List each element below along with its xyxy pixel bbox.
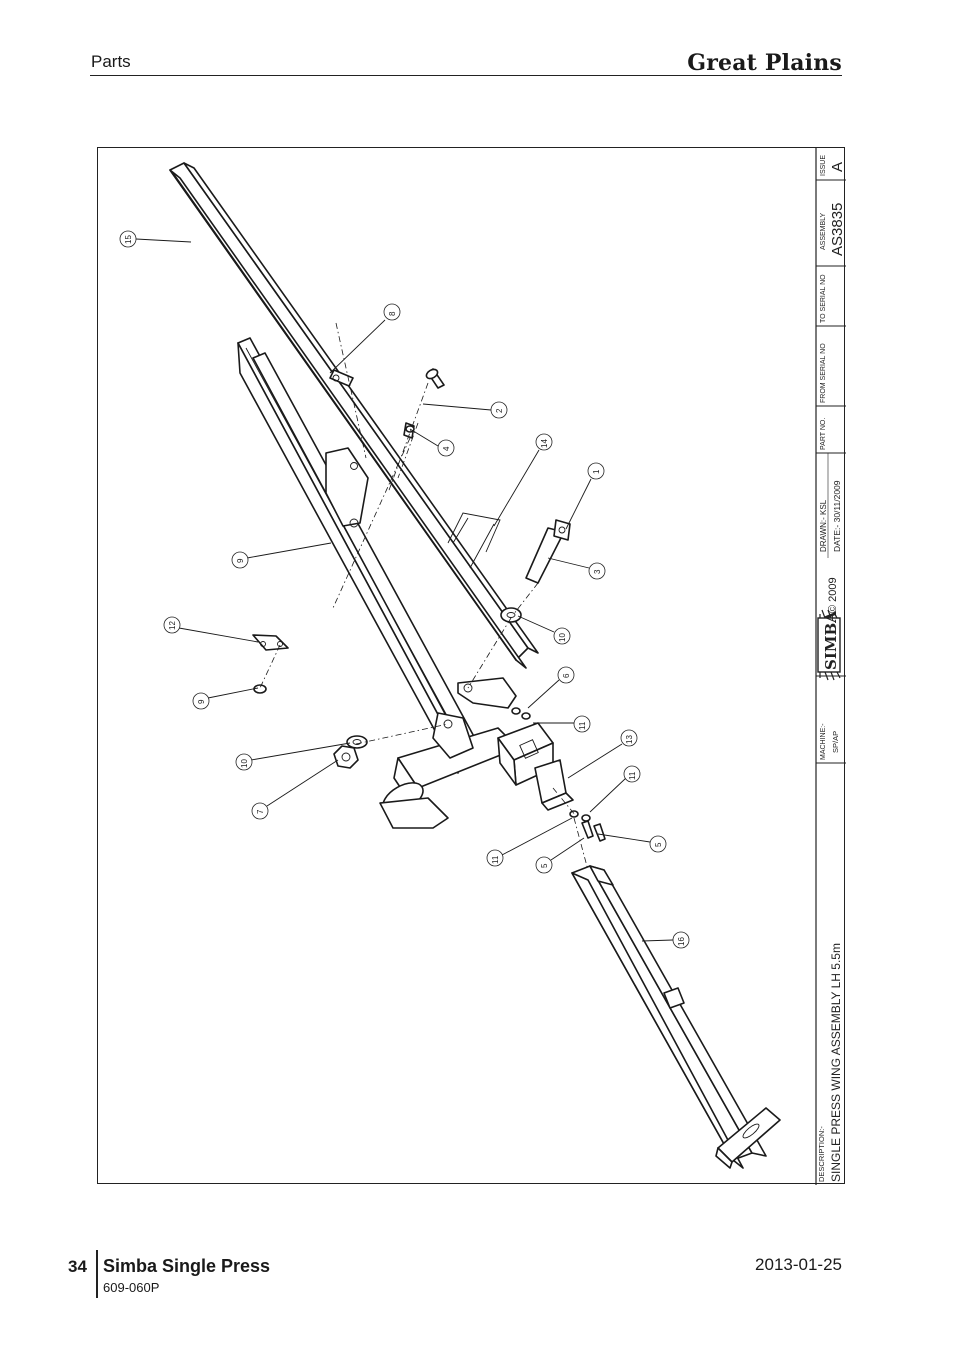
simba-logo-text: SIMBA: [822, 611, 840, 670]
callout-11-right: 11: [589, 765, 641, 813]
assembly-number: AS3835: [829, 203, 846, 256]
issue-value: A: [829, 162, 846, 172]
svg-text:11: 11: [628, 771, 637, 780]
callout-8: 8: [329, 303, 401, 374]
description-label: DESCRIPTION:-: [817, 1126, 826, 1182]
svg-text:8: 8: [388, 311, 397, 316]
machine-label: MACHINE:-: [820, 723, 827, 760]
callout-6: 6: [527, 666, 575, 709]
callout-11: 11: [533, 715, 591, 733]
to-serial-label: TO SERIAL NO: [820, 274, 827, 323]
callout-7: 7: [251, 759, 339, 820]
callout-5-left: 5: [535, 837, 585, 874]
svg-text:5: 5: [540, 863, 549, 868]
drawn-by: DRAWN:- KSL: [819, 499, 828, 552]
callouts: 15 8 2 4 14 1 3 9 12 10 6 11 13 9 10 7 1…: [119, 230, 690, 949]
svg-text:11: 11: [491, 855, 500, 864]
callout-14: 14: [493, 433, 553, 527]
svg-text:7: 7: [256, 809, 265, 814]
assembly-illustration: [169, 162, 781, 1169]
page-number: 34: [68, 1257, 87, 1276]
parts-drawing: DESCRIPTION:- SINGLE PRESS WING ASSEMBLY…: [119, 148, 846, 1185]
simba-logo: SIMBA: [817, 609, 841, 681]
callout-4: 4: [409, 428, 455, 457]
callout-10-lower: 10: [235, 742, 351, 771]
drawing-frame: DESCRIPTION:- SINGLE PRESS WING ASSEMBLY…: [97, 147, 846, 1185]
svg-text:11: 11: [578, 721, 587, 730]
brand-logo: Great Plains: [687, 50, 842, 76]
callout-13: 13: [567, 729, 638, 779]
svg-text:16: 16: [677, 937, 686, 946]
svg-text:9: 9: [197, 699, 206, 704]
callout-11-left: 11: [486, 817, 573, 867]
part-no-label: PART NO.: [820, 418, 827, 450]
callout-10: 10: [517, 615, 571, 645]
title-block: DESCRIPTION:- SINGLE PRESS WING ASSEMBLY…: [815, 148, 846, 1185]
page-header: Parts Great Plains: [0, 0, 954, 80]
callout-16: 16: [641, 931, 690, 949]
svg-text:15: 15: [124, 235, 133, 244]
description-text: SINGLE PRESS WING ASSEMBLY LH 5.5m: [829, 943, 843, 1182]
svg-text:5: 5: [654, 842, 663, 847]
copyright: © 2009: [827, 577, 839, 613]
svg-text:12: 12: [168, 621, 177, 630]
callout-15: 15: [119, 230, 192, 248]
svg-text:6: 6: [562, 673, 571, 678]
document-number: 609-060P: [103, 1280, 160, 1295]
svg-text:9: 9: [236, 558, 245, 563]
svg-text:3: 3: [593, 569, 602, 574]
document-title: Simba Single Press: [103, 1256, 271, 1276]
machine-value: SP/AP: [831, 731, 840, 753]
issue-label: ISSUE: [820, 155, 827, 176]
callout-12: 12: [163, 616, 259, 643]
svg-text:14: 14: [540, 439, 549, 448]
document-date: 2013-01-25: [755, 1255, 842, 1274]
callout-9-lower: 9: [192, 687, 259, 710]
callout-3: 3: [547, 557, 606, 580]
svg-text:1: 1: [592, 469, 601, 474]
svg-text:13: 13: [625, 735, 634, 744]
svg-text:4: 4: [442, 446, 451, 451]
callout-2: 2: [422, 401, 508, 419]
callout-1: 1: [565, 462, 605, 530]
section-label: Parts: [91, 52, 131, 71]
callout-9: 9: [231, 542, 332, 569]
drawn-date: DATE:- 30/11/2009: [832, 480, 842, 552]
from-serial-label: FROM SERIAL NO: [820, 343, 827, 403]
footer-divider: [96, 1250, 98, 1298]
header-divider: [90, 75, 842, 76]
svg-text:2: 2: [495, 408, 504, 413]
svg-text:10: 10: [240, 759, 249, 768]
svg-text:10: 10: [558, 633, 567, 642]
assembly-label: ASSEMBLY: [820, 212, 827, 250]
callout-5-right: 5: [597, 833, 667, 853]
